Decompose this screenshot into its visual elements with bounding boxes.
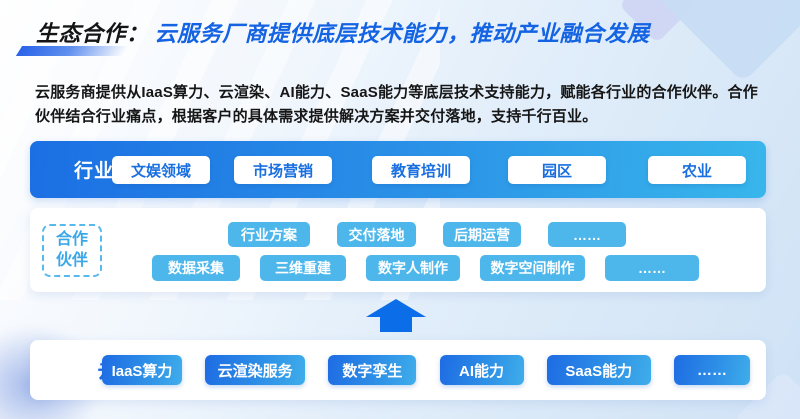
industry-item-entertainment: 文娱领域 — [112, 156, 210, 184]
partner-panel: 合作 伙伴 行业方案 交付落地 后期运营 …… 数据采集 三维重建 数字人制作 … — [30, 208, 766, 292]
cloud-item-iaas: IaaS算力 — [102, 355, 182, 385]
partner-label-box: 合作 伙伴 — [42, 224, 102, 277]
partner-item-industry-solution: 行业方案 — [228, 222, 310, 247]
industry-label: 行业 — [74, 161, 115, 182]
partner-item-digital-human: 数字人制作 — [366, 255, 460, 281]
cloud-item-ai: AI能力 — [439, 355, 524, 385]
cloud-item-render: 云渲染服务 — [205, 355, 306, 385]
cloud-item-more: …… — [673, 355, 750, 385]
partner-item-more-1: …… — [548, 222, 626, 247]
partner-item-data-collection: 数据采集 — [152, 255, 240, 281]
partner-item-digital-space: 数字空间制作 — [480, 255, 585, 281]
industry-bar: 行业 文娱领域 市场营销 教育培训 园区 农业 — [30, 141, 766, 198]
cloud-row: IaaS算力 云渲染服务 数字孪生 AI能力 SaaS能力 …… — [102, 355, 750, 385]
partner-label-line1: 合作 — [55, 230, 88, 248]
partner-item-more-2: …… — [605, 255, 699, 281]
title-highlight: 云服务厂商提供底层技术能力，推动产业融合发展 — [154, 21, 650, 46]
cloud-item-digital-twin: 数字孪生 — [328, 355, 417, 385]
title-prefix: 生态合作： — [36, 21, 149, 46]
partner-label-line2: 伙伴 — [55, 251, 88, 269]
cloud-panel: 云 IaaS算力 云渲染服务 数字孪生 AI能力 SaaS能力 …… — [30, 340, 766, 400]
industry-item-park: 园区 — [508, 156, 606, 184]
partner-row-2: 数据采集 三维重建 数字人制作 数字空间制作 …… — [152, 255, 699, 281]
industry-item-marketing: 市场营销 — [234, 156, 332, 184]
partner-row-1: 行业方案 交付落地 后期运营 …… — [228, 222, 626, 247]
partner-item-operation: 后期运营 — [443, 222, 521, 247]
industry-item-education: 教育培训 — [372, 156, 470, 184]
intro-paragraph: 云服务商提供从IaaS算力、云渲染、AI能力、SaaS能力等底层技术支持能力，赋… — [35, 84, 758, 125]
title-accent-bar — [15, 46, 135, 56]
industry-item-agriculture: 农业 — [648, 156, 746, 184]
up-arrow-icon — [366, 299, 426, 332]
partner-item-delivery: 交付落地 — [337, 222, 416, 247]
page-title: 生态合作：云服务厂商提供底层技术能力，推动产业融合发展 — [36, 16, 776, 48]
cloud-item-saas: SaaS能力 — [546, 355, 651, 385]
partner-item-3d-reconstruction: 三维重建 — [260, 255, 346, 281]
